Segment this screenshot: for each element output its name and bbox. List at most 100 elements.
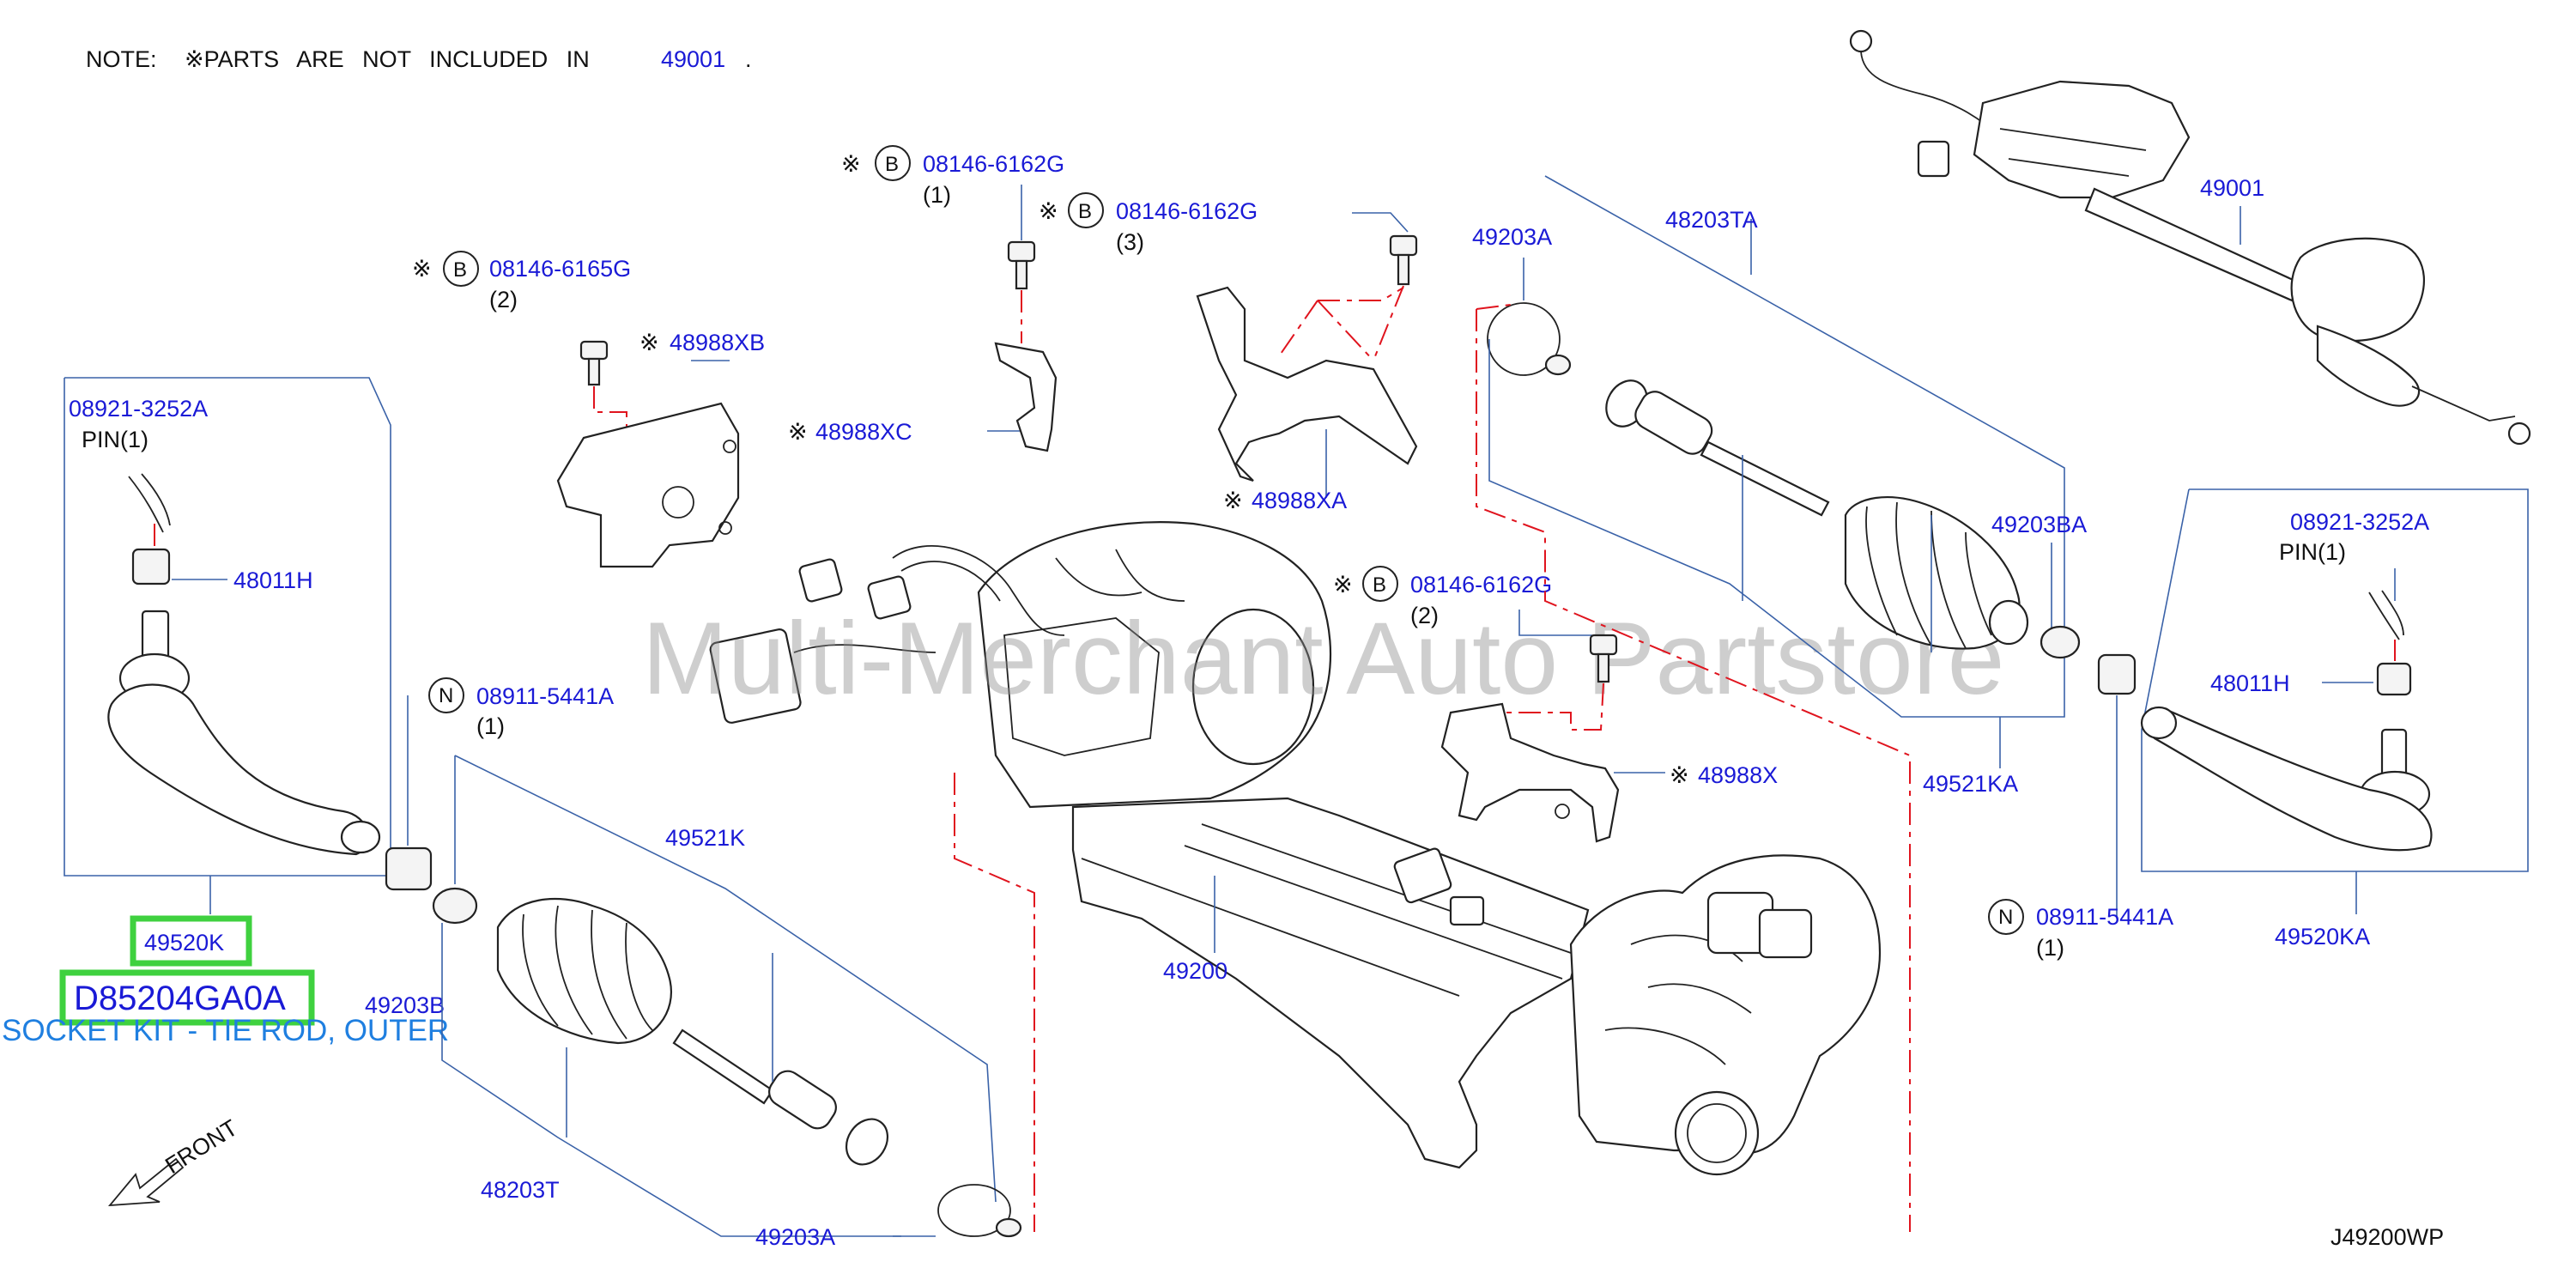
label-08146-6162G-c[interactable]: 08146-6162G [1410,572,1552,598]
dash-6162g-b-1 [1373,285,1404,361]
label-48011H-right[interactable]: 48011H [2210,670,2290,696]
part-description: SOCKET KIT - TIE ROD, OUTER [2,1014,449,1047]
circle-b-6162g-a [875,145,911,181]
inner-tie-rod-left-icon [672,1028,889,1166]
dash-bolt-6165g [593,386,627,434]
steering-gear-49200-icon [709,521,1882,1176]
dash-6162g-b-4 [1318,287,1404,301]
label-08921-3252A-right[interactable]: 08921-3252A [2290,509,2429,535]
circle-b-6165g [443,251,479,287]
mark-08146-6162g-b: ※ [1039,198,1058,224]
label-49001[interactable]: 49001 [2200,175,2264,201]
note-ref-link[interactable]: 49001 [661,46,725,72]
clamp-49203ba-icon [2040,625,2081,659]
nut-08911-left-icon [385,846,433,891]
label-49200[interactable]: 49200 [1163,958,1227,984]
label-48988XA[interactable]: 48988XA [1252,488,1347,513]
circle-n-right-letter: N [1998,906,2013,929]
note-suffix: . [745,46,752,72]
bolt-6162g-c-icon [1589,634,1618,683]
right-kit-box [2141,488,2529,872]
oem-code[interactable]: D85204GA0A [74,980,286,1017]
bracket-48988xc-icon [994,342,1058,452]
label-49203BA[interactable]: 49203BA [1991,512,2087,537]
label-08146-6165G[interactable]: 08146-6165G [489,256,631,282]
watermark: Multi-Merchant Auto Partstore [642,601,2004,716]
front-arrow-icon [107,1157,185,1207]
inner-tie-rod-right-icon [1605,379,1830,517]
label-48011H-left[interactable]: 48011H [233,567,313,593]
circle-b-6162g-a-letter: B [885,153,899,176]
leader-6162g-b [1352,212,1409,233]
circle-b-6162g-c-letter: B [1373,573,1386,597]
label-49521K[interactable]: 49521K [665,825,745,851]
circle-b-6165g-letter: B [453,258,467,282]
label-08911-5441A-right[interactable]: 08911-5441A [2036,904,2173,930]
bracket-48988xa-icon [1196,286,1418,482]
label-08911-5441A-left[interactable]: 08911-5441A [476,683,614,709]
mark-48988xb: ※ [639,330,659,355]
circle-n-left [428,677,464,713]
highlight-box-bg [133,919,249,963]
bolt-6162g-b-icon [1389,234,1418,286]
circle-b-6162g-c [1362,566,1398,602]
dash-right-mount [1476,309,1911,1232]
leader-49521k [454,755,997,1203]
label-49203B[interactable]: 49203B [365,992,445,1018]
dash-left-mount [954,773,1035,1232]
leader-49203b [441,923,901,1237]
dash-6162g-b-2 [1317,300,1374,361]
label-49521KA[interactable]: 49521KA [1923,771,2018,797]
left-kit-box [64,377,391,877]
circle-n-right [1988,899,2024,935]
label-49520KA[interactable]: 49520KA [2275,924,2370,949]
label-48988X[interactable]: 48988X [1698,762,1778,788]
note-text: ※PARTS ARE NOT INCLUDED IN [185,46,590,72]
rack-assembly-49001-icon [1849,29,2531,446]
label-48988XB[interactable]: 48988XB [670,330,765,355]
label-48988XC[interactable]: 48988XC [815,419,912,445]
front-label: FRONT [161,1114,242,1179]
tie-rod-end-right-icon [2140,706,2433,852]
circle-b-6162g-b-letter: B [1078,200,1092,223]
part-number-49520K[interactable]: 49520K [144,930,224,956]
mark-48988xa: ※ [1223,488,1243,513]
mark-08146-6162g-c: ※ [1333,572,1353,598]
circle-b-6162g-b [1068,192,1104,228]
mark-08146-6165g: ※ [412,256,432,282]
label-08921-3252A-left[interactable]: 08921-3252A [69,396,208,422]
qty-08146-6165G: (2) [489,287,518,312]
qty-08146-6162G-c: (2) [1410,603,1439,628]
leader-6162g-c [1518,610,1592,636]
note-prefix: NOTE: [86,46,157,72]
clamp-49203b-icon [432,887,478,925]
mark-08146-6162g-a: ※ [841,151,861,177]
oem-code-box-bg [63,973,312,1022]
label-49203A-bottom[interactable]: 49203A [755,1224,835,1250]
mark-48988xc: ※ [788,419,808,445]
label-48203T[interactable]: 48203T [481,1177,560,1203]
oring-49203a-top-tab [1544,354,1572,376]
label-08146-6162G-b[interactable]: 08146-6162G [1116,198,1258,224]
label-48203TA[interactable]: 48203TA [1665,207,1758,233]
circle-n-left-letter: N [439,684,453,707]
nut-48011h-left-icon [131,548,171,585]
label-49203A-top[interactable]: 49203A [1472,224,1552,250]
tie-rod-end-left-icon [107,610,381,856]
mark-48988x: ※ [1670,762,1689,788]
label-08146-6162G-a[interactable]: 08146-6162G [923,151,1064,177]
bolt-6165g-icon [579,340,609,386]
label-pin-left: PIN(1) [82,427,148,452]
dash-6162g-b-3 [1278,300,1318,357]
nut-08911-right-icon [2097,653,2137,695]
cotter-pin-left-icon [128,473,171,533]
label-pin-right: PIN(1) [2279,539,2346,565]
qty-08146-6162G-a: (1) [923,182,951,208]
diagram-id: J49200WP [2331,1224,2444,1250]
bolt-6162g-a-icon [1007,240,1036,290]
oring-49203a-top-icon [1487,302,1561,376]
highlight-box [130,915,252,967]
bracket-48988x-icon [1440,702,1620,843]
oring-49203a-bottom-tab [995,1217,1022,1238]
